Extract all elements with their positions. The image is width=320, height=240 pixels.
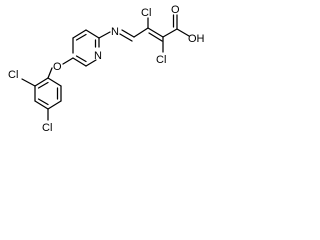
- bond-c2-cooh: [162, 28, 178, 38]
- bond-c3-c2-double-2: [148, 32, 163, 42]
- bonds: [21, 14, 190, 121]
- bond-pyridine-3: [85, 29, 100, 39]
- atom-label-hydroxyl: OH: [188, 33, 205, 45]
- bond-pyridine-5: [85, 59, 97, 67]
- bond-o-to-phenyl: [47, 67, 53, 79]
- bond-pyridine-6: [72, 57, 87, 67]
- bond-phenyl-1: [47, 77, 62, 87]
- bond-pyridine-6-inner: [75, 55, 87, 63]
- atom-label-nitrogen-imine: N: [111, 26, 119, 38]
- atom-label-chlorine-alkene-upper: Cl: [141, 7, 151, 19]
- bond-chain-ch-c3: [133, 27, 149, 38]
- atom-label-nitrogen-ring: N: [94, 50, 102, 62]
- bond-ring-to-imine-n: [98, 31, 111, 39]
- bond-imine-double-1: [121, 29, 135, 38]
- bond-phenyl-cl-ortho: [21, 78, 36, 87]
- atom-label-oxygen-carbonyl: O: [171, 4, 180, 16]
- structure-svg: N N Cl Cl O OH O Cl Cl: [8, 4, 205, 134]
- atom-labels: N N Cl Cl O OH O Cl Cl: [8, 4, 205, 134]
- bond-imine-double-2: [119, 33, 133, 42]
- bond-c3-c2-double-1: [147, 27, 164, 38]
- atom-label-chlorine-ring-ortho: Cl: [8, 69, 18, 81]
- atom-label-chlorine-alkene-lower: Cl: [156, 54, 166, 66]
- molecule-diagram: N N Cl Cl O OH O Cl Cl: [0, 0, 209, 148]
- atom-label-chlorine-ring-para: Cl: [42, 122, 52, 134]
- bond-pyridine-to-o: [62, 57, 74, 65]
- bond-phenyl-6: [34, 77, 49, 87]
- atom-label-oxygen-ether: O: [53, 61, 62, 73]
- bond-pyridine-2-inner: [75, 33, 87, 41]
- bond-phenyl-4-inner: [37, 98, 49, 106]
- bond-phenyl-6-inner: [37, 81, 49, 89]
- bond-pyridine-2: [72, 29, 87, 39]
- bond-phenyl-3: [47, 100, 62, 110]
- bond-c-oh: [176, 28, 190, 37]
- bond-phenyl-4: [34, 100, 49, 110]
